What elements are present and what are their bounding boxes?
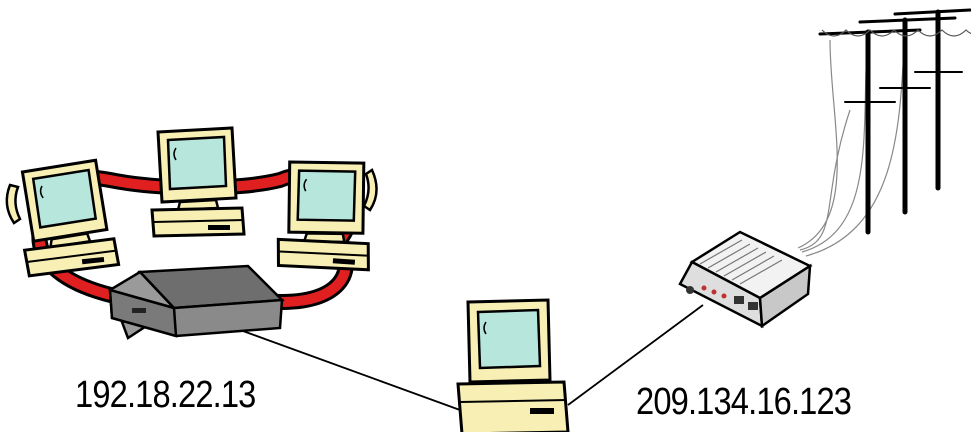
modem: [678, 230, 813, 329]
lan-ip-label: 192.18.22.13: [75, 374, 256, 416]
modem-icon: [678, 230, 813, 329]
lan-computer-right: [274, 156, 378, 274]
link-router-modem: [567, 304, 704, 406]
phone-wires: [797, 27, 906, 257]
desktop-computer-icon: [150, 126, 246, 238]
desktop-computer-icon: [274, 156, 378, 274]
network-hub: [108, 264, 285, 340]
desktop-computer-icon: [456, 298, 570, 432]
lan-computer-left: [5, 157, 121, 278]
utility-poles: [818, 8, 971, 235]
link-hub-router: [231, 326, 461, 411]
hub-icon: [108, 264, 285, 340]
wan-ip-label: 209.134.16.123: [636, 381, 852, 423]
lan-computer-center: [150, 126, 246, 238]
router-computer: [456, 298, 570, 432]
utility-pole-icon: [818, 8, 971, 235]
